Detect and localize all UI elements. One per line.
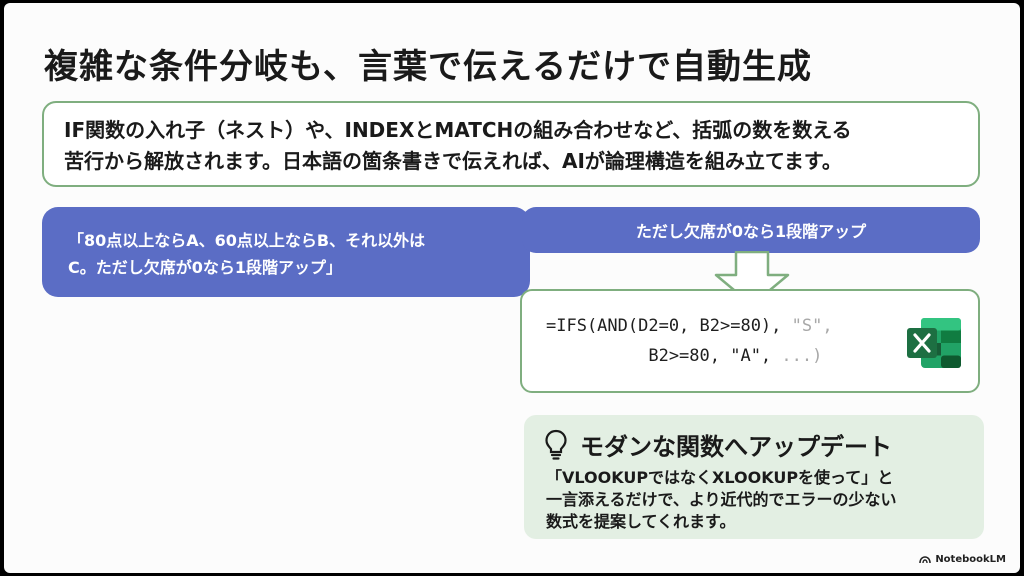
condition-highlight-label: ただし欠席が0なら1段階アップ xyxy=(635,222,867,241)
tip-line: 一言添えるだけで、より近代的でエラーの少ない xyxy=(546,490,897,509)
formula-text: B2>=80, "A", xyxy=(546,346,782,366)
slide: 複雑な条件分岐も、言葉で伝えるだけで自動生成 IF関数の入れ子（ネスト）や、IN… xyxy=(4,3,1020,573)
intro-line: IF関数の入れ子（ネスト）や、INDEXとMATCHの組み合わせなど、括弧の数を… xyxy=(64,118,852,142)
formula-text: =IFS(AND(D2=0, B2>=80), xyxy=(546,316,792,336)
tip-body: 「VLOOKUPではなくXLOOKUPを使って」と 一言添えるだけで、より近代的… xyxy=(546,467,897,533)
tip-heading: モダンな関数へアップデート xyxy=(580,433,892,461)
formula-text-faded: ...) xyxy=(781,346,823,366)
lightbulb-icon xyxy=(545,429,567,460)
tip-line: 「VLOOKUPではなくXLOOKUPを使って」と xyxy=(546,468,894,487)
prompt-line: 「80点以上ならA、60点以上ならB、それ以外は xyxy=(68,231,426,250)
excel-icon xyxy=(907,318,961,368)
prompt-line: C。ただし欠席が0なら1段階アップ」 xyxy=(68,258,343,277)
example-prompt-box: 「80点以上ならA、60点以上ならB、それ以外は C。ただし欠席が0なら1段階ア… xyxy=(42,207,530,297)
brand-label: NotebookLM xyxy=(935,554,1006,565)
tip-box: モダンな関数へアップデート 「VLOOKUPではなくXLOOKUPを使って」と … xyxy=(524,415,984,539)
condition-highlight: ただし欠席が0なら1段階アップ xyxy=(522,207,980,253)
brand-watermark: NotebookLM xyxy=(919,554,1006,565)
formula-box: =IFS(AND(D2=0, B2>=80), "S", B2>=80, "A"… xyxy=(520,289,980,393)
formula-text-faded: "S", xyxy=(791,316,833,336)
intro-line: 苦行から解放されます。日本語の箇条書きで伝えれば、AIが論理構造を組み立てます。 xyxy=(64,149,842,173)
intro-box: IF関数の入れ子（ネスト）や、INDEXとMATCHの組み合わせなど、括弧の数を… xyxy=(42,101,980,187)
slide-title: 複雑な条件分岐も、言葉で伝えるだけで自動生成 xyxy=(44,47,812,87)
formula-code: =IFS(AND(D2=0, B2>=80), "S", B2>=80, "A"… xyxy=(546,311,833,371)
tip-line: 数式を提案してくれます。 xyxy=(546,512,736,531)
notebooklm-logo-icon xyxy=(919,555,932,563)
